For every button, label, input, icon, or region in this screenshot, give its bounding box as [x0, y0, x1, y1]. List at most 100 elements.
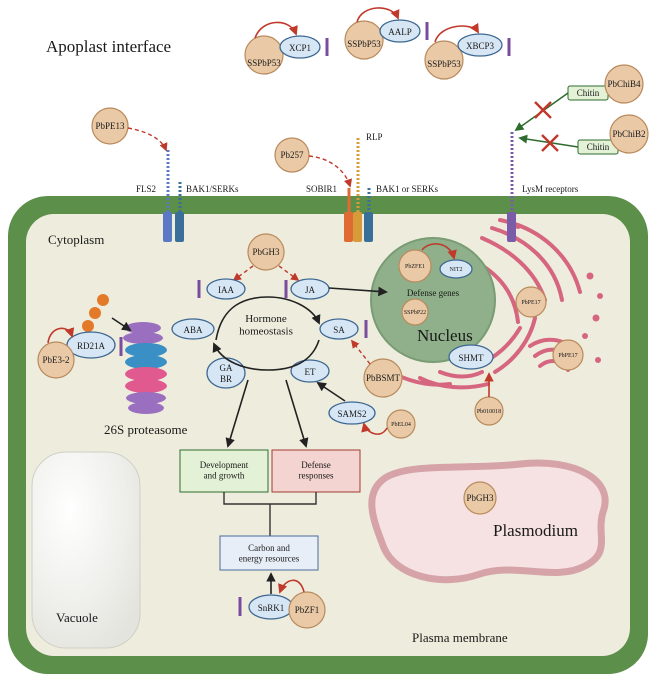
- aba-hormone: [171, 318, 215, 340]
- pbgh3-label: PbGH3: [466, 493, 494, 503]
- ubiquitin-arrow: [111, 317, 132, 332]
- fls2-receptor: [163, 150, 172, 242]
- block-x-icon: [541, 134, 559, 152]
- snrk1-label: SnRK1: [258, 603, 285, 613]
- ga-label: GA: [220, 363, 233, 373]
- fls2-label: FLS2: [136, 184, 156, 194]
- bak1-serks-label: BAK1/SERKs: [186, 184, 239, 194]
- block-x-icon: [534, 101, 552, 119]
- iaa-label: IAA: [218, 285, 234, 295]
- pbe3-2-label: PbE3-2: [43, 355, 70, 365]
- xcp1-arrow: [254, 21, 298, 39]
- to-defense-arrow: [285, 379, 309, 448]
- lysm-receptor: [507, 132, 516, 242]
- chitin-label: Chitin: [577, 88, 600, 98]
- pbgh3-ja-arrow: [278, 265, 300, 281]
- bracket-connector: [223, 492, 317, 536]
- pb257-label: Pb257: [280, 150, 304, 160]
- label-line: and growth: [204, 470, 245, 480]
- pbel04-label: PbEL04: [391, 422, 411, 428]
- aalp-label: AALP: [388, 27, 412, 37]
- sspbp53-label: SSPbP53: [347, 39, 381, 49]
- pbbsmt-effector: [363, 358, 403, 398]
- pbzf1-effector: [288, 591, 326, 629]
- defense-genes-label: Defense genes: [407, 288, 460, 298]
- aalp-protein: [379, 19, 421, 43]
- bak1-or-serks-receptor: [364, 188, 373, 242]
- bak1-serks-receptor: [175, 182, 184, 242]
- pbzfe1-effector: [398, 249, 432, 283]
- hormone-cycle-top: [215, 296, 321, 341]
- nucleus-label: Nucleus: [417, 326, 473, 345]
- sspbp53-effector: [344, 20, 384, 60]
- sspbp22-effector: [401, 298, 429, 326]
- ja-defense-arrow: [328, 286, 388, 297]
- sobir1-label: SOBIR1: [306, 184, 337, 194]
- carbon-box: [219, 535, 319, 571]
- vacuole-label: Vacuole: [56, 610, 98, 625]
- pbgh3-effector: [247, 233, 285, 271]
- xcp1-protein: [279, 35, 321, 59]
- pbchib2-label: PbChiB2: [612, 129, 645, 139]
- ja-label: JA: [305, 285, 316, 295]
- sspbp53-label: SSPbP53: [427, 59, 461, 69]
- pbpe13-arrow: [127, 127, 168, 152]
- pbgh3-iaa-arrow: [232, 265, 254, 281]
- pbpe13-effector: [91, 107, 129, 145]
- pbgh3-label: PbGH3: [252, 247, 280, 257]
- to-development-arrow: [225, 379, 249, 448]
- hormone-cycle-bottom: [212, 339, 320, 371]
- aba-label: ABA: [183, 325, 203, 335]
- pbzf1-arrow: [278, 579, 305, 594]
- nit2-label: NIT2: [450, 267, 463, 273]
- sa-label: SA: [333, 325, 345, 335]
- et-hormone: [290, 359, 330, 383]
- pbpe17-effector: [515, 286, 547, 318]
- label-line: homeostasis: [239, 326, 293, 338]
- lysm-label: LysM receptors: [522, 184, 579, 194]
- nit2-protein: [439, 259, 473, 279]
- pbzfe1-arrow: [421, 243, 457, 260]
- rd21a-protein: [66, 331, 116, 359]
- ja-hormone: [290, 278, 330, 300]
- pbe3-2-arrow: [47, 327, 75, 344]
- sams2-label: SAMS2: [337, 409, 366, 419]
- pb010018-label: Pb010018: [477, 409, 501, 415]
- pbe3-2-effector: [37, 341, 75, 379]
- sams2-et-arrow: [316, 381, 346, 402]
- pbzfe1-label: PbZFE1: [405, 264, 425, 270]
- apoplast-label: Apoplast interface: [46, 37, 171, 56]
- bak1-or-serks-label: BAK1 or SERKs: [376, 184, 439, 194]
- proteasome-complex: [123, 322, 167, 414]
- sspbp53-effector: [424, 40, 464, 80]
- cytoplasm-label: Cytoplasm: [48, 232, 104, 247]
- defense-box: [271, 449, 361, 493]
- development-box: [179, 449, 269, 493]
- pbchib4-label: PbChiB4: [607, 79, 641, 89]
- pbgh3-effector: [463, 481, 497, 515]
- sspbp22-label: SSPbP22: [404, 310, 426, 316]
- xbcp3-arrow: [434, 22, 479, 43]
- sspbp53-effector: [244, 35, 284, 75]
- sspbp53-label: SSPbP53: [247, 58, 281, 68]
- shmt-label: SHMT: [458, 353, 484, 363]
- sams2-protein: [328, 401, 376, 425]
- plasmodium: [368, 459, 609, 584]
- xbcp3-label: XBCP3: [466, 41, 495, 51]
- pbel04-arrow: [361, 422, 388, 435]
- rlp-label: RLP: [366, 132, 383, 142]
- pbpe17-label: PbPE17: [521, 300, 540, 306]
- pbbsmt-label: PbBSMT: [366, 373, 401, 383]
- et-label: ET: [305, 367, 316, 377]
- proteasome-label: 26S proteasome: [104, 422, 188, 437]
- vacuole: [31, 451, 141, 649]
- sa-hormone: [319, 318, 359, 340]
- rlp-receptor: [353, 138, 362, 242]
- xcp1-label: XCP1: [289, 43, 311, 53]
